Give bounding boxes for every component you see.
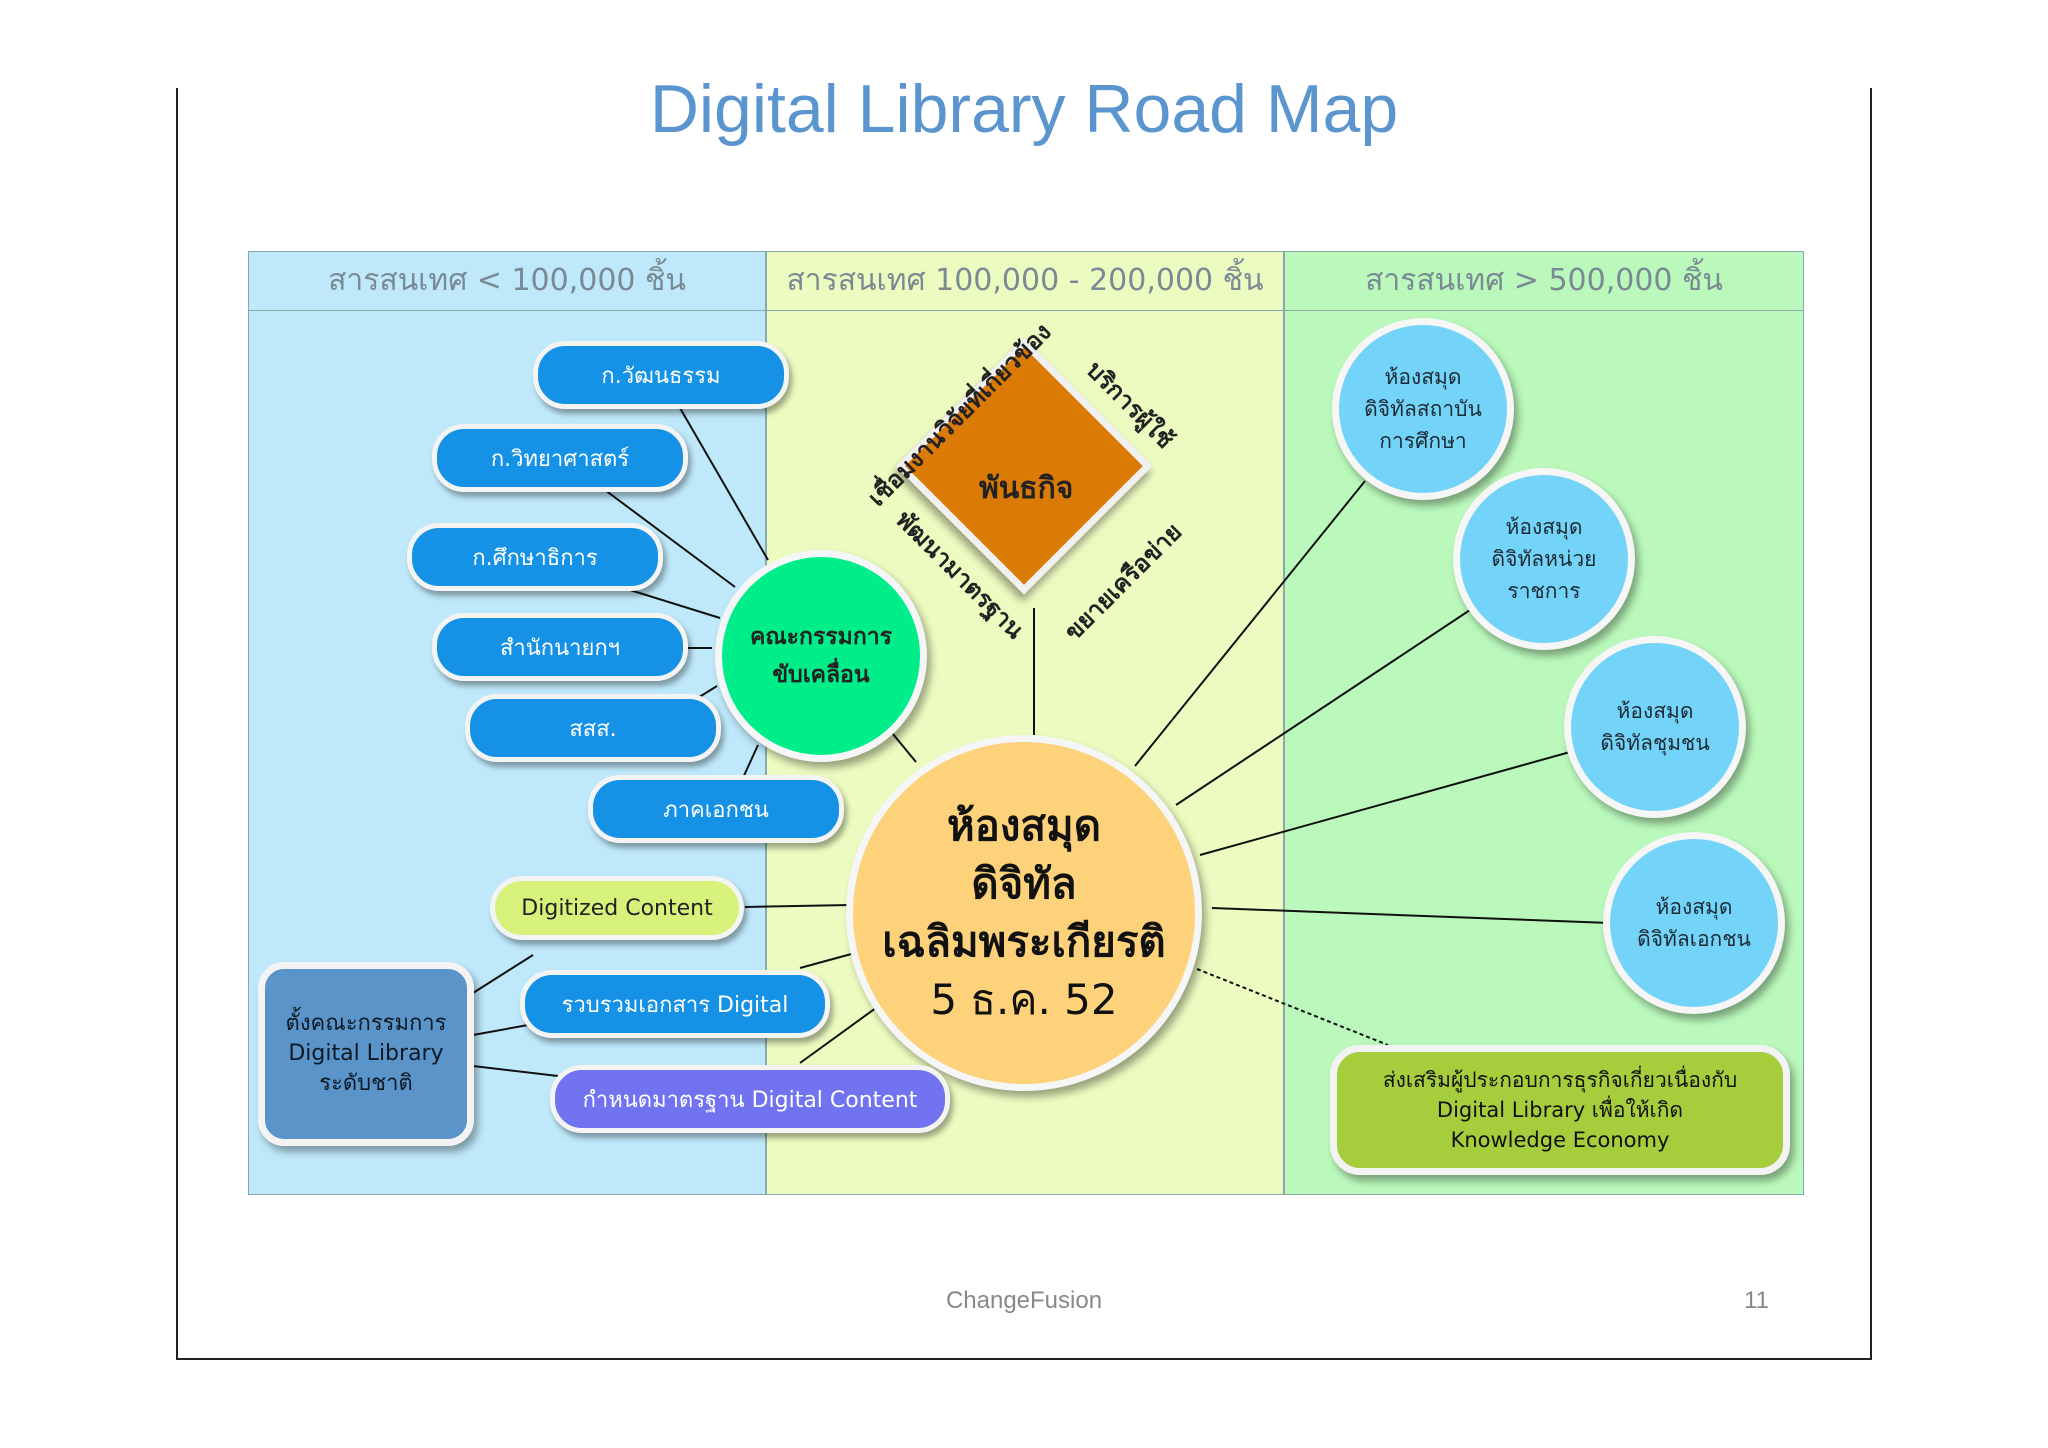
library-line: ดิจิทัลชุมชน	[1600, 731, 1710, 755]
library-line: ราชการ	[1507, 579, 1581, 603]
center-line: ดิจิทัล	[971, 859, 1077, 908]
connector-line	[604, 489, 736, 588]
library-circle-community: ห้องสมุด ดิจิทัลชุมชน	[1564, 636, 1746, 818]
partner-pill: ก.วิทยาศาสตร์	[432, 424, 688, 492]
page-number: 11	[1744, 1287, 1769, 1314]
economy-line: Knowledge Economy	[1450, 1128, 1670, 1152]
library-circle-education: ห้องสมุด ดิจิทัลสถาบัน การศึกษา	[1332, 318, 1514, 500]
connector-line	[744, 904, 851, 908]
committee-circle: คณะกรรมการ ขับเคลื่อน	[715, 550, 927, 762]
library-line: ดิจิทัลเอกชน	[1637, 927, 1751, 951]
standard-content-pill: กำหนดมาตรฐาน Digital Content	[550, 1065, 950, 1133]
center-circle: ห้องสมุด ดิจิทัล เฉลิมพระเกียรติ 5 ธ.ค. …	[846, 735, 1202, 1091]
connector-line	[1196, 968, 1389, 1046]
connector-line	[799, 1004, 881, 1064]
partner-pill: ก.ศึกษาธิการ	[407, 523, 663, 591]
partner-pill: สสส.	[465, 694, 721, 762]
connector-line	[799, 952, 856, 969]
collect-documents-pill: รวบรวมเอกสาร Digital	[520, 970, 830, 1038]
knowledge-economy-box: ส่งเสริมผู้ประกอบการธุรกิจเกี่ยวเนื่องกั…	[1330, 1045, 1790, 1175]
committee-line: ขับเคลื่อน	[772, 662, 870, 688]
center-line: 5 ธ.ค. 52	[930, 975, 1118, 1024]
library-line: ห้องสมุด	[1384, 365, 1462, 389]
connector-line	[741, 744, 759, 781]
column-header-small: สารสนเทศ < 100,000 ชิ้น	[249, 252, 765, 311]
page-title: Digital Library Road Map	[649, 71, 1399, 147]
economy-line: ส่งเสริมผู้ประกอบการธุรกิจเกี่ยวเนื่องกั…	[1382, 1068, 1738, 1092]
library-circle-private: ห้องสมุด ดิจิทัลเอกชน	[1603, 832, 1785, 1014]
slide-frame	[176, 88, 1872, 1360]
connector-line	[1211, 907, 1611, 924]
connector-line	[1134, 480, 1366, 767]
national-committee-line: ระดับชาติ	[319, 1071, 413, 1096]
national-committee-box: ตั้งคณะกรรมการ Digital Library ระดับชาติ	[258, 962, 474, 1146]
partner-pill: ภาคเอกชน	[588, 775, 844, 843]
library-line: ดิจิทัลหน่วย	[1491, 547, 1597, 571]
partner-pill: สำนักนายกฯ	[432, 613, 688, 681]
digitized-content-pill: Digitized Content	[490, 876, 744, 940]
committee-line: คณะกรรมการ	[749, 624, 893, 650]
column-header-medium: สารสนเทศ 100,000 - 200,000 ชิ้น	[767, 252, 1283, 311]
connector-line	[629, 589, 721, 619]
connector-line	[1175, 609, 1471, 806]
center-line: ห้องสมุด	[946, 801, 1101, 850]
library-line: ห้องสมุด	[1505, 515, 1583, 539]
economy-line: Digital Library เพื่อให้เกิด	[1436, 1098, 1684, 1122]
national-committee-line: ตั้งคณะกรรมการ	[285, 1011, 447, 1036]
library-circle-government: ห้องสมุด ดิจิทัลหน่วย ราชการ	[1453, 468, 1635, 650]
library-line: การศึกษา	[1379, 429, 1467, 453]
column-header-large: สารสนเทศ > 500,000 ชิ้น	[1285, 252, 1803, 311]
library-line: ห้องสมุด	[1655, 895, 1733, 919]
connector-line	[472, 1065, 559, 1077]
center-line: เฉลิมพระเกียรติ	[882, 917, 1166, 966]
footer-brand: ChangeFusion	[945, 1287, 1103, 1314]
national-committee-line: Digital Library	[288, 1041, 444, 1066]
library-line: ห้องสมุด	[1616, 699, 1694, 723]
partner-pill: ก.วัฒนธรรม	[533, 341, 789, 409]
connector-line	[472, 954, 534, 994]
mission-label: พันธกิจ	[979, 471, 1074, 506]
connector-line	[472, 1024, 529, 1036]
connector-line	[679, 407, 769, 561]
connector-line	[1199, 751, 1571, 856]
library-line: ดิจิทัลสถาบัน	[1364, 397, 1482, 421]
